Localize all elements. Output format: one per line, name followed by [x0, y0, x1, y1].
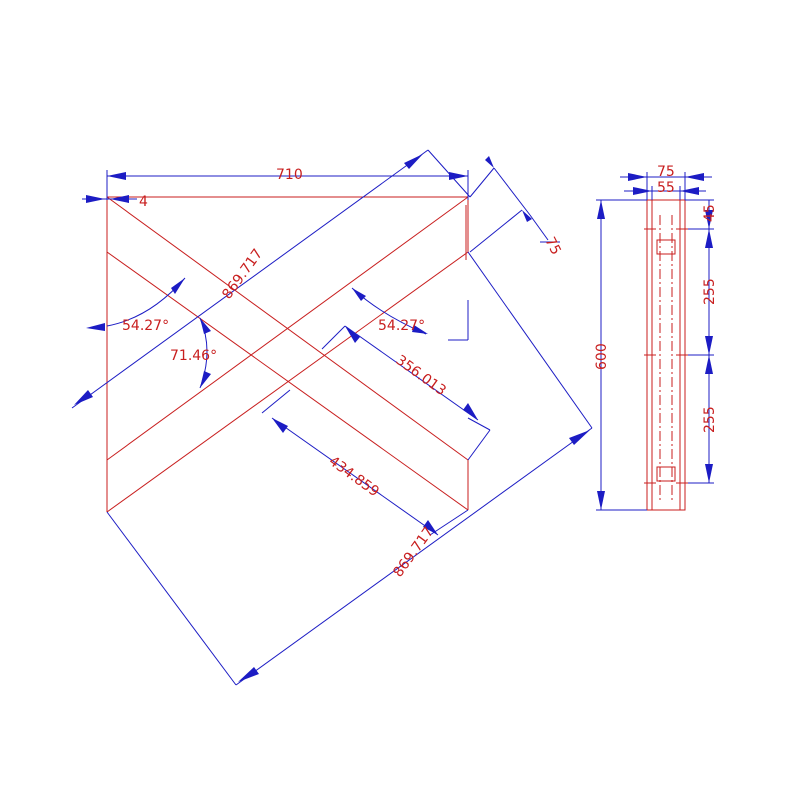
dim-diagonal-lower-ext1 [106, 511, 237, 686]
rising-board-lower-edge [106, 251, 469, 513]
dim-long-cut-line [271, 417, 439, 536]
arrow-icon [86, 323, 105, 331]
arrow-icon [200, 318, 211, 334]
frame-outline [106, 196, 469, 512]
dim-short-cut-ext1 [321, 325, 346, 350]
arrow-icon [423, 520, 438, 535]
angle-left-upper-label: 54.27° [122, 318, 169, 334]
falling-board-upper-edge [106, 196, 469, 461]
arrow-icon [705, 464, 713, 483]
dim-board-width-line [529, 214, 549, 241]
dim-board-width-ext-lower [469, 209, 523, 253]
angle-left-lower-label: 71.46° [170, 348, 217, 364]
dim-diagonal-upper-ext [427, 149, 471, 198]
arrow-icon [680, 187, 699, 195]
arrow-icon [597, 491, 605, 510]
dim-height-label: 600 [594, 343, 610, 370]
dim-short-cut-label: 356.013 [393, 352, 449, 399]
dim-diagonal-upper-label: 869.717 [219, 246, 266, 302]
dim-short-cut-ext2 [467, 417, 491, 431]
arrow-icon [412, 325, 428, 334]
arrow-icon [404, 154, 423, 169]
arrow-icon [238, 667, 259, 682]
dim-width-label: 710 [276, 167, 303, 183]
dim-hole-spacing-upper-label: 255 [702, 278, 718, 305]
arrow-icon [86, 195, 105, 203]
side-view-part [644, 199, 688, 511]
dim-offset-label: 4 [139, 194, 148, 210]
arrow-icon [705, 210, 713, 229]
arrow-icon [107, 172, 126, 180]
arrow-icon [171, 278, 185, 294]
front-view-labels: 710 4 869.717 75 54.27° 71.46° 54.27° 35… [122, 167, 564, 580]
dim-short-cut-ext3 [467, 429, 491, 461]
arrow-icon [705, 336, 713, 355]
angle-right-label: 54.27° [378, 318, 425, 334]
dim-board-width-ext-upper2 [493, 167, 531, 216]
side-view-labels: 75 55 600 45 255 255 [594, 164, 718, 433]
arrow-icon [272, 418, 288, 433]
dim-long-cut-ext1 [261, 389, 291, 414]
dim-short-cut-line [344, 325, 479, 421]
front-view-parts [106, 196, 469, 513]
arrow-icon [705, 229, 713, 248]
arrow-icon [522, 210, 532, 222]
arrow-icon [569, 430, 590, 445]
falling-board-lower-edge [106, 251, 469, 511]
dim-diagonal-lower-line [235, 427, 593, 686]
arrow-icon [705, 355, 713, 374]
arrow-icon [628, 173, 647, 181]
dim-board-width-label: 75 [541, 235, 563, 258]
arrow-icon [110, 195, 129, 203]
dim-long-cut-label: 434.859 [326, 453, 382, 500]
dim-diagonal-upper-line [71, 149, 429, 409]
dim-side-75-label: 75 [657, 164, 675, 180]
dim-diagonal-lower-ext2 [467, 251, 593, 429]
hole-slot-bottom [656, 466, 676, 482]
dim-diagonal-lower-label: 869.717 [390, 524, 437, 580]
front-view-dimensions [71, 149, 593, 686]
arrow-icon [485, 156, 494, 168]
side-view-dimensions [596, 172, 714, 511]
hole-markers [644, 228, 688, 484]
arrow-icon [463, 403, 478, 420]
dim-board-width-ext-upper [469, 167, 495, 198]
dim-top-hole-label: 45 [702, 204, 718, 222]
arrow-icon [597, 200, 605, 219]
arrow-icon [449, 172, 468, 180]
arrow-icon [352, 288, 366, 301]
arrow-icon [633, 187, 652, 195]
dim-long-cut-ext2 [429, 509, 469, 536]
arrow-icon [200, 371, 211, 388]
hole-slot-top [656, 239, 676, 255]
arrow-icon [74, 390, 93, 405]
arrow-icon [685, 173, 704, 181]
dim-hole-spacing-lower-label: 255 [702, 406, 718, 433]
dim-side-55-label: 55 [657, 180, 675, 196]
arrow-icon [345, 326, 360, 343]
